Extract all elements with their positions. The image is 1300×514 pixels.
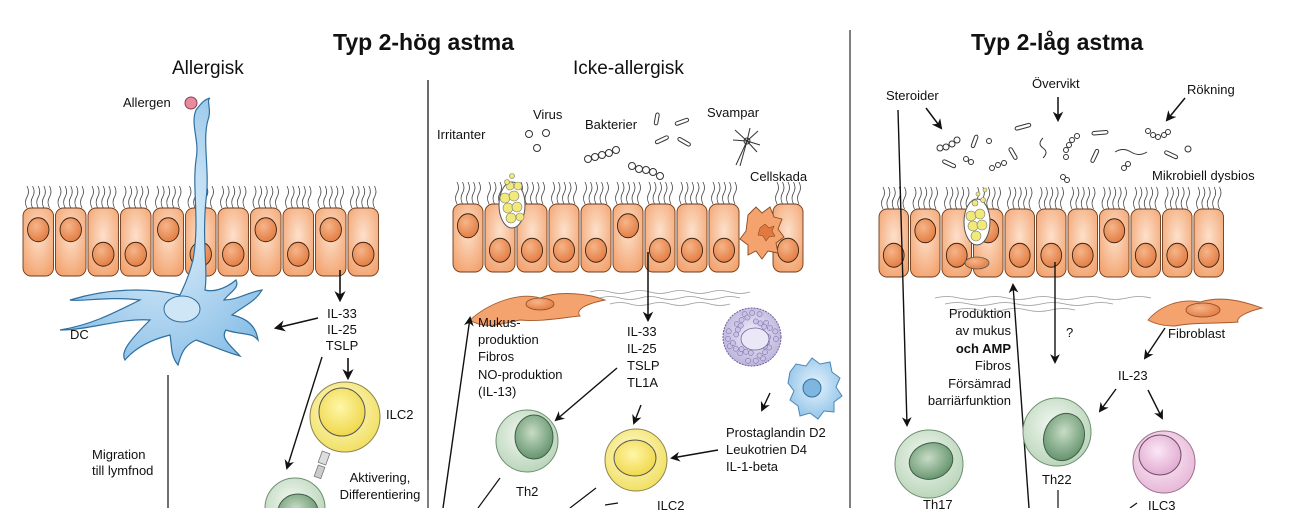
- label-steroids: Steroider: [886, 88, 939, 103]
- label-question: ?: [1066, 325, 1074, 340]
- label-cell-damage: Cellskada: [750, 169, 808, 184]
- goblet-cell-icon: [963, 187, 991, 270]
- allergen-icon: [184, 96, 198, 110]
- epithelium-allergic: [22, 185, 379, 277]
- label-t2low-effect-5: Försämrad: [948, 376, 1011, 391]
- macrophage-icon: [787, 357, 843, 420]
- label-effect-3: Fibros: [478, 349, 515, 364]
- extracellular-matrix: [589, 290, 751, 306]
- label-bacteria: Bakterier: [585, 117, 638, 132]
- title-type2-high: Typ 2-hög astma: [333, 29, 515, 55]
- label-migration-1: Migration: [92, 447, 146, 462]
- th17-cell-icon: [894, 429, 964, 499]
- label-allergic-cytokine-2: IL-25: [327, 322, 357, 337]
- label-mediator-3: IL-1-beta: [726, 459, 779, 474]
- dendritic-cell-icon: [59, 97, 264, 367]
- label-effect-1: Mukus-: [478, 315, 521, 330]
- label-dysbiosis: Mikrobiell dysbios: [1152, 168, 1255, 183]
- ilc2-cell-icon: [309, 381, 381, 453]
- label-ilc2-non-allergic: ILC2: [657, 498, 685, 513]
- label-smoking: Rökning: [1187, 82, 1235, 97]
- label-effect-5: (IL-13): [478, 384, 517, 399]
- label-na-cytokine-4: TL1A: [627, 375, 659, 390]
- label-th22: Th22: [1042, 472, 1072, 487]
- th2-cell-icon: [264, 477, 326, 508]
- th22-cell-icon: [1022, 397, 1092, 467]
- label-effect-2: produktion: [478, 332, 539, 347]
- label-virus: Virus: [533, 107, 563, 122]
- ilc2-cell-icon: [604, 428, 668, 492]
- label-il23: IL-23: [1118, 368, 1148, 383]
- label-fibroblast: Fibroblast: [1168, 326, 1226, 341]
- label-obesity: Övervikt: [1032, 76, 1080, 91]
- label-ilc2-allergic: ILC2: [386, 407, 414, 422]
- goblet-cell-icon: [498, 173, 526, 229]
- subtitle-non-allergic: Icke-allergisk: [573, 58, 684, 79]
- label-th2: Th2: [516, 484, 539, 499]
- label-ilc3: ILC3: [1148, 498, 1176, 513]
- label-irritants: Irritanter: [437, 127, 486, 142]
- label-fungi: Svampar: [707, 105, 760, 120]
- label-t2low-effect-1: Produktion: [948, 306, 1011, 321]
- label-th17: Th17: [923, 497, 953, 512]
- label-effect-4: NO-produktion: [478, 367, 563, 382]
- label-dc: DC: [70, 327, 89, 342]
- label-t2low-effect-2: av mukus: [955, 323, 1011, 338]
- bacteria-icon: [584, 112, 691, 180]
- label-activation-2: Differentiering: [339, 487, 421, 502]
- label-allergen: Allergen: [123, 95, 171, 110]
- label-mediator-2: Leukotrien D4: [726, 442, 807, 457]
- fibroblast-icon: [1147, 298, 1264, 327]
- th2-cell-icon: [495, 409, 559, 473]
- epithelium-non-allergic: [452, 181, 804, 273]
- fibroblast-icon: [469, 293, 607, 326]
- label-mediator-1: Prostaglandin D2: [726, 425, 826, 440]
- label-na-cytokine-3: TSLP: [627, 358, 660, 373]
- mast-cell-icon: [722, 307, 782, 367]
- virus-icon: [525, 129, 550, 152]
- label-migration-2: till lymfnod: [92, 463, 154, 478]
- fungi-icon: [732, 127, 761, 167]
- label-t2low-effect-4: Fibros: [974, 358, 1011, 373]
- label-allergic-cytokine-1: IL-33: [327, 306, 357, 321]
- label-t2low-effect-3: och AMP: [955, 341, 1011, 356]
- title-type2-low: Typ 2-låg astma: [971, 29, 1144, 55]
- subtitle-allergic: Allergisk: [172, 58, 244, 79]
- label-allergic-cytokine-3: TSLP: [325, 338, 359, 353]
- label-activation-1: Aktivering,: [349, 470, 411, 485]
- epithelium-type2-low: [878, 186, 1224, 278]
- microbes-icon: [936, 122, 1192, 183]
- label-na-cytokine-2: IL-25: [627, 341, 657, 356]
- label-na-cytokine-1: IL-33: [627, 324, 657, 339]
- ilc3-cell-icon: [1132, 430, 1196, 494]
- label-t2low-effect-6: barriärfunktion: [927, 393, 1011, 408]
